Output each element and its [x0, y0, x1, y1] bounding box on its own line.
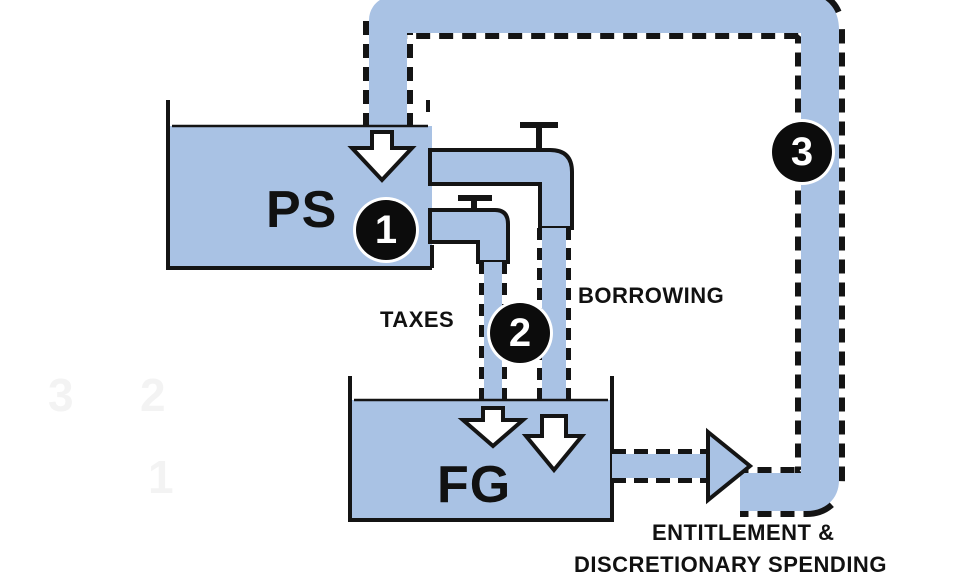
faucet-valve-2	[458, 195, 492, 212]
spending-label-line2: DISCRETIONARY SPENDING	[574, 552, 887, 577]
faded-mark-3: 3	[48, 369, 74, 421]
faded-mark-2: 2	[140, 369, 166, 421]
spending-return-pipe-fill	[369, 0, 839, 511]
spending-label-line1: ENTITLEMENT &	[652, 520, 835, 545]
faucet-valve-1	[520, 122, 558, 152]
step-badge-3: 3	[772, 122, 832, 182]
ps-tank-outline	[166, 100, 434, 270]
faded-mark-1: 1	[148, 451, 174, 503]
spending-arrowhead	[706, 427, 754, 505]
ps-tank-label: PS	[266, 181, 338, 239]
step-badge-1: 1	[356, 200, 416, 260]
arrow-into-ps	[347, 130, 417, 183]
arrow-taxes-into-fg	[457, 406, 529, 449]
taxes-faucet-pipe	[428, 208, 510, 264]
step-badge-2: 2	[490, 303, 550, 363]
taxes-label: TAXES	[380, 307, 455, 332]
fg-tank-label: FG	[437, 456, 512, 514]
fg-tank-outline	[348, 376, 614, 522]
arrow-borrowing-into-fg	[521, 414, 587, 474]
borrowing-label: BORROWING	[578, 283, 725, 308]
borrowing-faucet-pipe	[428, 148, 574, 230]
